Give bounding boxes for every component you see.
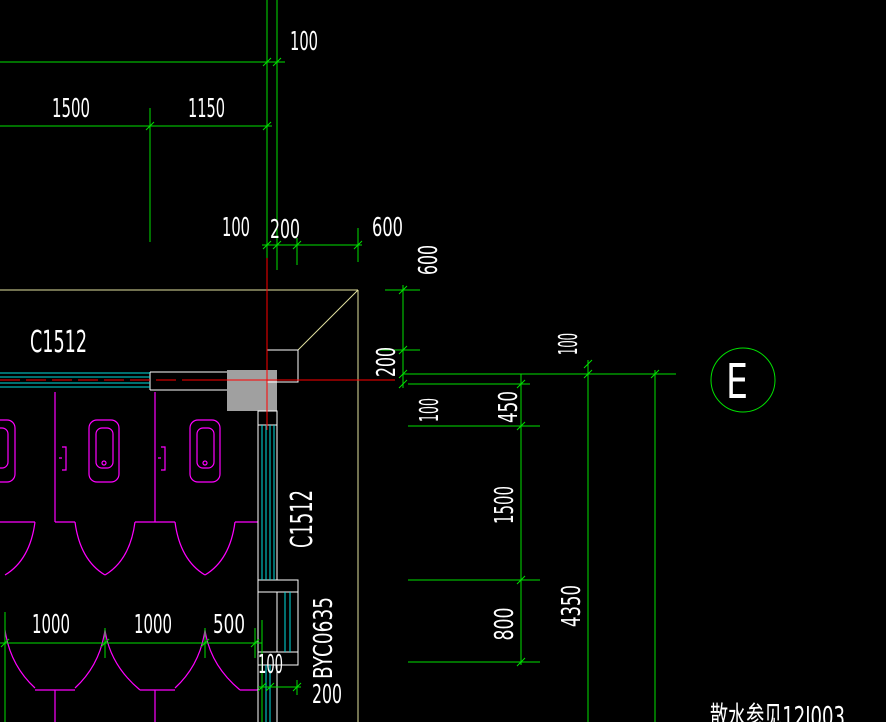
building-outline bbox=[0, 289, 359, 722]
dim-text-vertical: 800 bbox=[490, 608, 520, 641]
flush-valve bbox=[158, 446, 166, 471]
label-texts: C1512 C1512 BYC0635 E 散水参见12J003 bbox=[30, 325, 845, 722]
stall-door-swing-lower bbox=[4, 629, 258, 722]
window-sill bbox=[257, 579, 299, 593]
dim-text-vertical: 100 bbox=[415, 398, 445, 422]
toilet-pan bbox=[88, 419, 120, 483]
grid-axis-bubble bbox=[710, 347, 776, 413]
window-label-vertical: BYC0635 bbox=[309, 597, 339, 679]
dim-text: 500 bbox=[213, 610, 245, 640]
dim-text-vertical: 4350 bbox=[557, 585, 587, 627]
dimension-texts: 100 1500 1150 100 200 600 600 200 100 10… bbox=[32, 27, 587, 710]
toilet-pan-inner bbox=[196, 427, 215, 469]
toilet-drain bbox=[202, 460, 208, 466]
toilet-drain bbox=[101, 460, 107, 466]
dim-text: 200 bbox=[270, 215, 300, 245]
column-fill bbox=[227, 370, 277, 411]
toilet-pan-inner bbox=[0, 427, 9, 469]
dimension-lines bbox=[0, 0, 776, 722]
apron-note: 散水参见12J003 bbox=[710, 700, 845, 722]
dim-text-vertical: 200 bbox=[372, 347, 402, 377]
window-label: C1512 bbox=[30, 325, 87, 360]
axis-lines bbox=[0, 258, 395, 430]
dim-text: 1150 bbox=[188, 94, 225, 124]
dim-text: 1000 bbox=[134, 610, 172, 640]
dim-text: 200 bbox=[312, 680, 342, 710]
dimension-ticks bbox=[0, 57, 660, 692]
toilet-pan-inner bbox=[95, 427, 114, 469]
window-label-vertical: C1512 bbox=[285, 490, 320, 548]
stall-door-swing bbox=[0, 521, 258, 576]
flush-valve bbox=[59, 446, 67, 471]
outline-corner-diagonal bbox=[297, 289, 359, 351]
dim-text: 100 bbox=[222, 213, 250, 243]
toilet-pan bbox=[189, 419, 221, 483]
dim-text-vertical: 450 bbox=[494, 391, 524, 423]
dim-text: 100 bbox=[290, 27, 318, 57]
dim-text-vertical: 100 bbox=[554, 333, 584, 355]
toilet-fixtures bbox=[0, 392, 258, 722]
dim-text: 1500 bbox=[52, 94, 90, 124]
window-sill bbox=[257, 651, 299, 666]
window-lines bbox=[0, 372, 291, 722]
dim-text: 600 bbox=[372, 213, 403, 243]
dim-text-vertical: 1500 bbox=[490, 486, 520, 524]
dim-text: 100 bbox=[258, 650, 283, 680]
grid-axis-label: E bbox=[726, 354, 748, 410]
toilet-pan bbox=[0, 419, 16, 483]
dim-text-vertical: 600 bbox=[414, 245, 444, 275]
dim-text: 1000 bbox=[32, 610, 70, 640]
